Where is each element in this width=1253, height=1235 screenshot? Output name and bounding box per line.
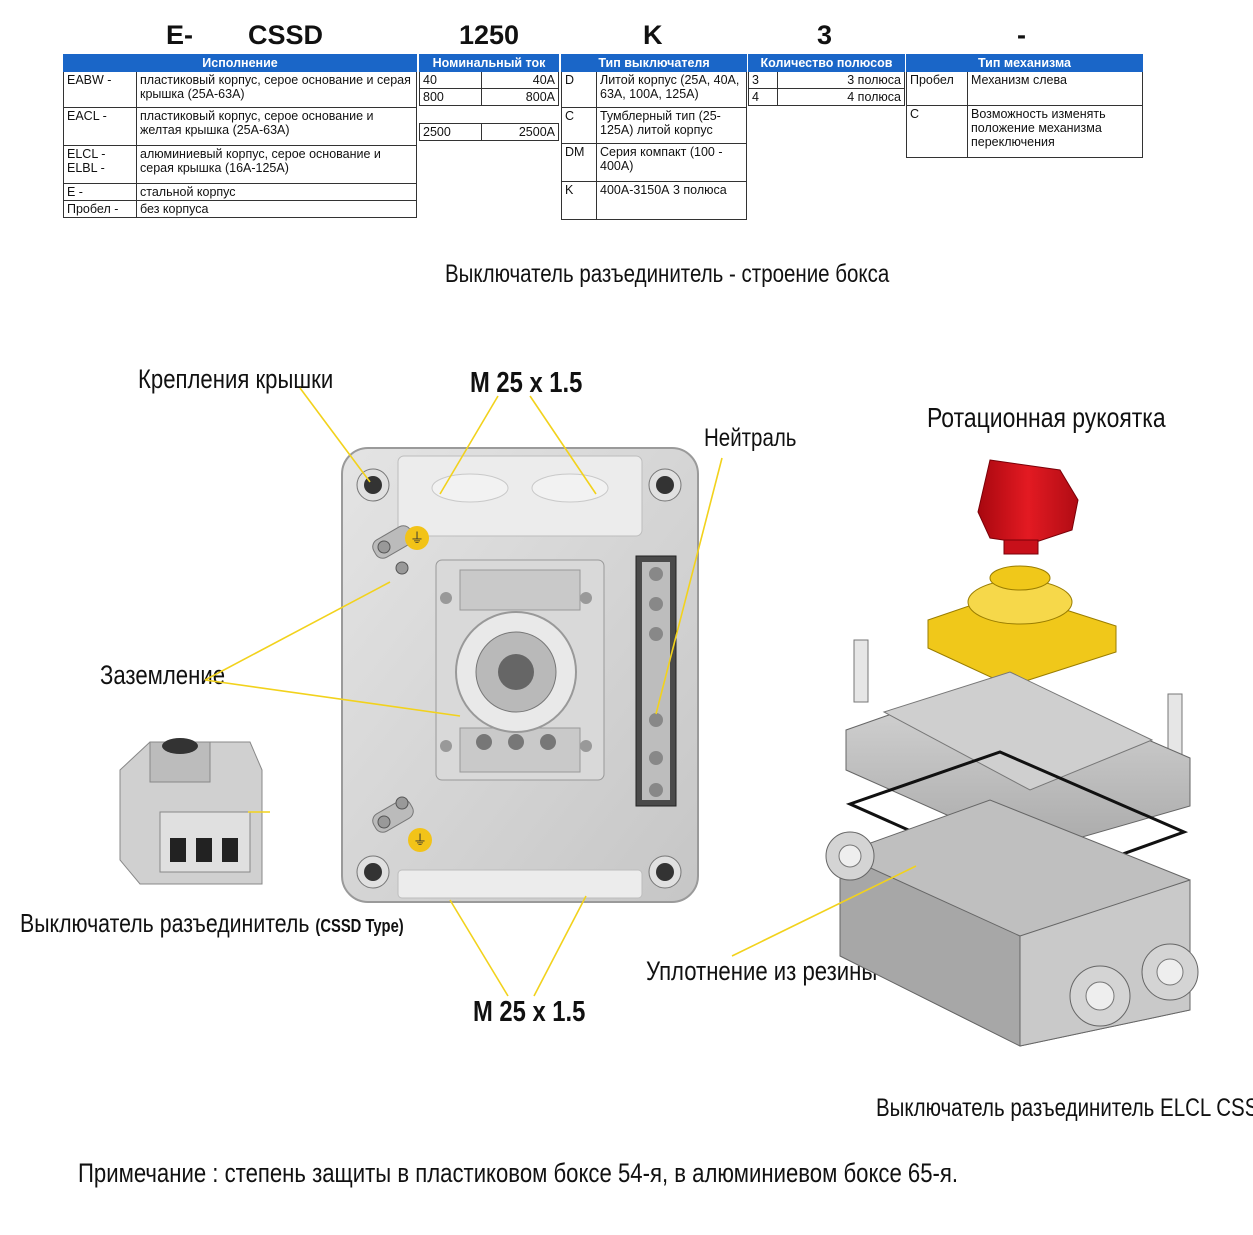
table-cell: DM	[561, 143, 597, 182]
code-part-prefix: E-	[166, 20, 193, 50]
table-cell: EABW -	[63, 71, 137, 108]
switch-caption: Выключатель разъединитель (CSSD Type)	[20, 908, 404, 939]
open-enclosure: ⏚ ⏚	[341, 447, 699, 903]
table-cell: без корпуса	[136, 200, 417, 218]
code-part-type: K	[643, 20, 663, 50]
code-part-series: CSSD	[248, 20, 324, 50]
table-cell: C	[906, 105, 968, 158]
cover-mount-hole	[356, 468, 390, 502]
execution-table: Исполнение EABW -пластиковый корпус, сер…	[63, 54, 417, 218]
elcl-caption: Выключатель разъединитель ELCL CSSD	[876, 1094, 1253, 1122]
callout-line-cover-mounts	[299, 387, 371, 483]
cable-gland	[1141, 943, 1199, 1001]
table-cell: Пробел -	[63, 200, 137, 218]
label-m25-top: M 25 x 1.5	[470, 367, 583, 399]
callout-line-m25-bottom-left	[449, 899, 509, 997]
table-cell: пластиковый корпус, серое основание и же…	[136, 107, 417, 146]
table-cell: D	[561, 71, 597, 108]
yellow-flange-image	[927, 565, 1117, 687]
poles-header: Количество полюсов	[748, 54, 905, 72]
table-cell: 800А	[481, 88, 559, 106]
callout-lines	[204, 387, 917, 997]
table-cell: 2500	[418, 123, 483, 141]
lid-bolt	[1167, 693, 1183, 757]
ground-terminal: ⏚	[372, 796, 432, 852]
table-cell: стальной корпус	[136, 183, 417, 201]
table-cell: Механизм слева	[967, 71, 1143, 106]
section-title: Выключатель разъединитель - строение бок…	[445, 260, 890, 288]
table-cell: ELCL - ELBL -	[63, 145, 137, 184]
cable-gland	[1069, 965, 1131, 1027]
callout-line-m25-top-left	[439, 395, 499, 495]
label-grounding: Заземление	[100, 660, 226, 690]
exploded-enclosure	[825, 459, 1199, 1047]
cover-mount-hole	[356, 855, 390, 889]
neutral-bar	[635, 555, 677, 807]
table-cell: C	[561, 107, 597, 144]
table-cell: 4 полюса	[777, 88, 905, 106]
table-cell: EACL -	[63, 107, 137, 146]
table-cell: Серия компакт (100 - 400А)	[596, 143, 747, 182]
code-part-current: 1250	[459, 20, 520, 50]
table-cell: 4	[747, 88, 779, 106]
table-cell: Пробел	[906, 71, 968, 106]
cable-gland	[825, 831, 875, 881]
table-cell: Возможность изменять положение механизма…	[967, 105, 1143, 158]
table-cell: алюминиевый корпус, серое основание и се…	[136, 145, 417, 184]
table-cell: 400А-3150А 3 полюса	[596, 181, 747, 220]
callout-line-rubber-seal	[731, 865, 917, 957]
label-neutral: Нейтраль	[704, 424, 797, 452]
table-cell: 800	[418, 88, 483, 106]
code-part-poles: 3	[817, 20, 833, 50]
callout-line-grounding-top	[204, 581, 391, 681]
label-m25-bottom: M 25 x 1.5	[473, 996, 586, 1028]
svg-text:⏚: ⏚	[410, 531, 424, 547]
lid-bolt	[853, 639, 869, 703]
switch-caption-type: (CSSD Type)	[315, 916, 404, 936]
rotary-handle-image	[977, 459, 1079, 555]
cssd-switch-image	[119, 738, 263, 885]
switch-type-header: Тип выключателя	[561, 54, 747, 72]
label-rotary-handle: Ротационная рукоятка	[927, 402, 1166, 433]
switch-caption-text: Выключатель разъединитель	[20, 908, 310, 938]
table-cell: Тумблерный тип (25-125А) литой корпус	[596, 107, 747, 144]
callout-line-m25-bottom-right	[533, 895, 587, 997]
label-rubber-seal: Уплотнение из резины	[646, 956, 878, 986]
note: Примечание : степень защиты в пластиково…	[78, 1158, 959, 1188]
table-cell: K	[561, 181, 597, 220]
switch-mechanism	[435, 559, 605, 781]
code-part-mechanism: -	[1017, 20, 1026, 50]
cover-mount-hole	[648, 855, 682, 889]
execution-header: Исполнение	[63, 54, 417, 72]
cover-mount-hole	[648, 468, 682, 502]
table-cell: 2500А	[481, 123, 559, 141]
callout-line-grounding-bottom	[204, 679, 461, 717]
callout-line-neutral	[655, 457, 723, 715]
svg-text:⏚: ⏚	[413, 833, 427, 849]
callout-line-m25-top-right	[529, 395, 597, 495]
ground-terminal: ⏚	[372, 525, 429, 575]
